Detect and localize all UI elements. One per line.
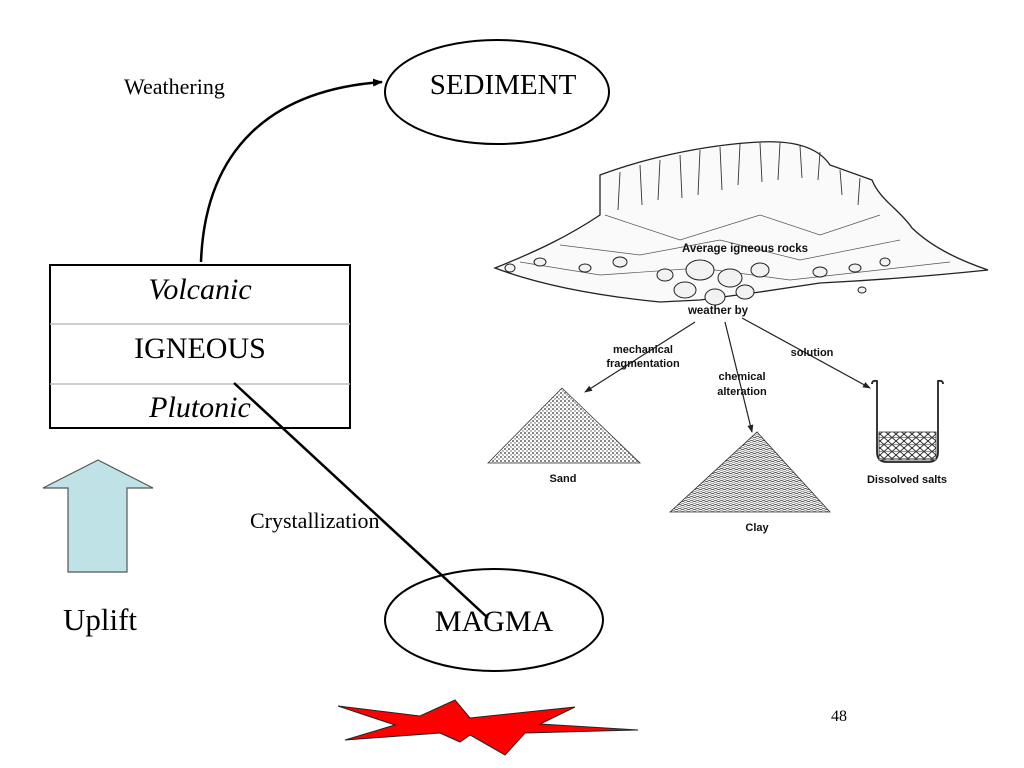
dissolved-salts-caption: Dissolved salts — [867, 474, 947, 486]
clay-pile — [668, 431, 831, 513]
chemical-caption-line1: chemical — [718, 371, 765, 383]
weather-by-caption: weather by — [687, 305, 749, 317]
sediment-node — [384, 39, 610, 145]
chemical-branch-arrow — [724, 321, 754, 433]
igneous-label: IGNEOUS — [134, 332, 266, 365]
page-number: 48 — [831, 708, 847, 725]
igneous-rocks-caption: Average igneous rocks — [682, 243, 808, 255]
magma-node — [384, 568, 604, 672]
weathering-illustration: Average igneous rocks weather by mechani… — [487, 141, 989, 534]
uplift-label: Uplift — [63, 602, 137, 637]
weathering-arrow — [199, 78, 383, 263]
crystallization-label: Crystallization — [250, 508, 380, 533]
sand-caption: Sand — [550, 473, 577, 485]
mechanical-caption-line2: fragmentation — [606, 358, 680, 370]
solution-caption: solution — [791, 347, 834, 359]
beaker-icon — [871, 379, 944, 463]
solution-branch-arrow — [741, 317, 871, 389]
chemical-caption-line2: alteration — [717, 386, 767, 398]
volcanic-label: Volcanic — [148, 273, 251, 306]
clay-caption: Clay — [745, 522, 769, 534]
crystallization-line — [233, 382, 489, 619]
uplift-arrow — [42, 459, 154, 573]
weathering-label: Weathering — [124, 74, 225, 99]
heat-burst-shape — [337, 699, 639, 756]
igneous-box: Volcanic IGNEOUS Plutonic — [49, 264, 351, 429]
sand-pile — [487, 387, 641, 464]
magma-label: MAGMA — [435, 605, 554, 638]
mechanical-branch-arrow — [584, 321, 696, 393]
plutonic-label: Plutonic — [148, 391, 251, 424]
sediment-label: SEDIMENT — [430, 69, 577, 101]
mechanical-caption-line1: mechanical — [613, 344, 673, 356]
